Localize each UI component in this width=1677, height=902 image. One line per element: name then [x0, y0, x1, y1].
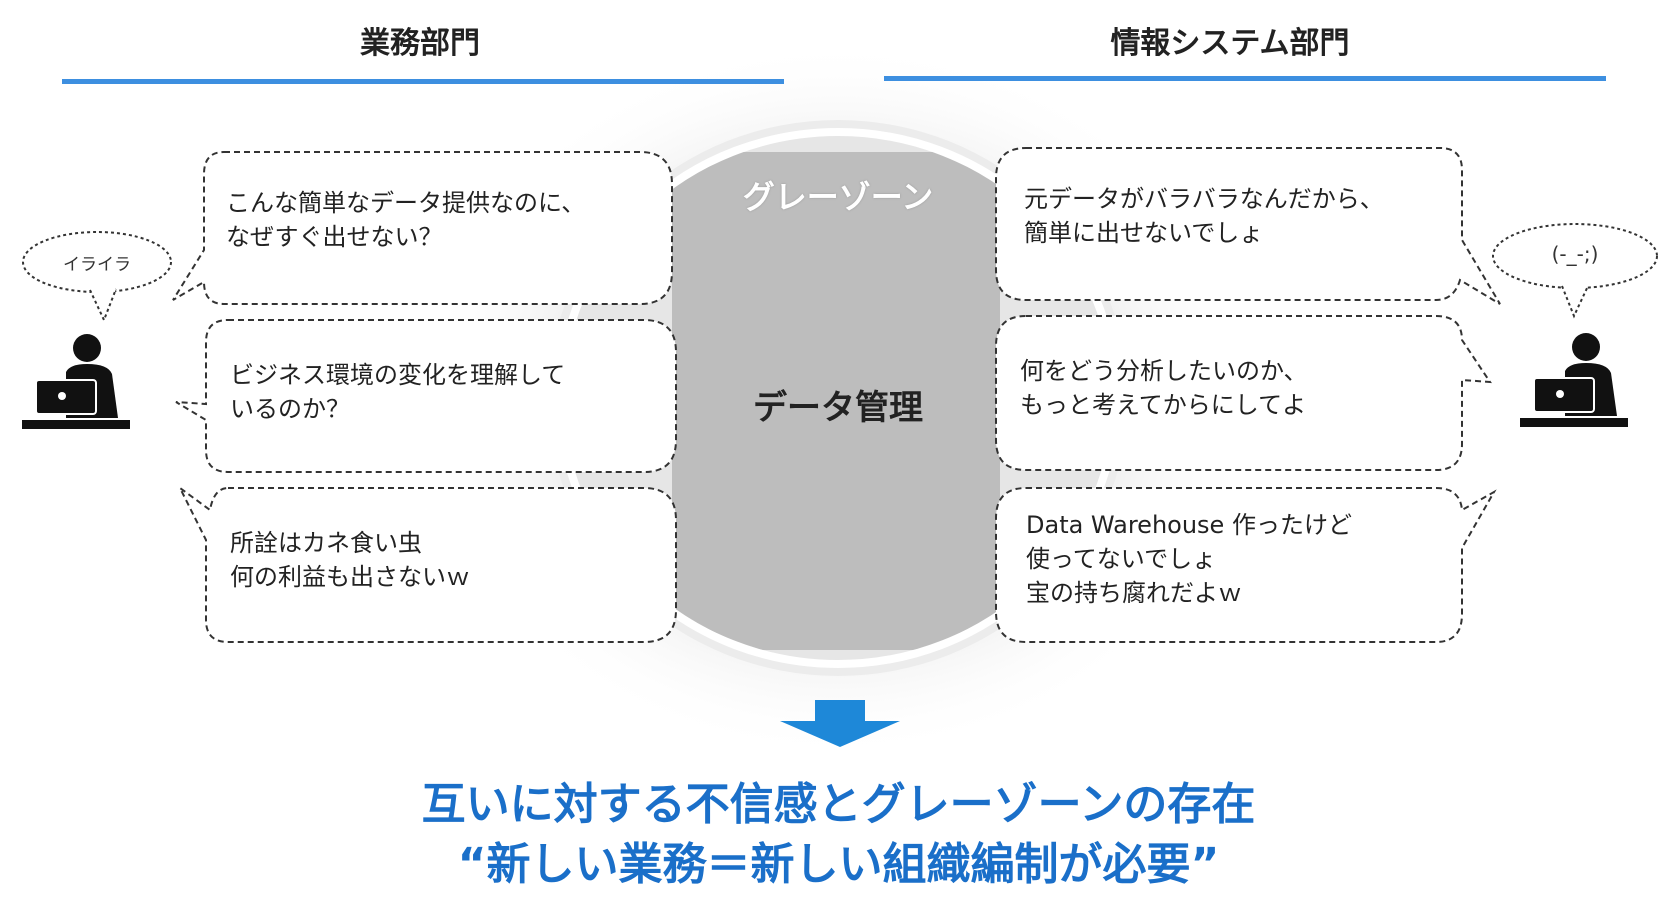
left-header: 業務部門 — [360, 26, 480, 61]
conclusion-line-1: 互いに対する不信感とグレーゾーンの存在 — [421, 779, 1256, 830]
gray-zone-label: グレーゾーン — [742, 178, 934, 216]
text-line: なぜすぐ出せない？ — [226, 223, 443, 251]
left-header-underline — [62, 79, 784, 84]
text-line: こんな簡単なデータ提供なのに、 — [226, 189, 586, 217]
left-person-icon — [22, 334, 130, 429]
text-line: 何をどう分析したいのか、 — [1020, 357, 1308, 385]
right-header-underline — [884, 76, 1606, 81]
right-bubble-3-text: Data Warehouse 作ったけど 使ってないでしょ 宝の持ち腐れだよｗ — [1026, 508, 1352, 610]
right-bubble-3-shape — [995, 487, 1497, 643]
left-thought-text: イライラ — [63, 255, 131, 275]
text-line: 簡単に出せないでしょ — [1024, 219, 1264, 247]
text-line: ビジネス環境の変化を理解して — [230, 361, 566, 389]
right-bubble-1-shape — [995, 147, 1501, 305]
text-line: 何の利益も出さないｗ — [230, 563, 470, 591]
text-line: いるのか？ — [230, 395, 350, 423]
right-person-icon — [1520, 333, 1628, 427]
left-bubble-1-text: こんな簡単なデータ提供なのに、 なぜすぐ出せない？ — [226, 186, 585, 254]
right-thought-tail — [1561, 285, 1589, 319]
right-thought-bubble — [1492, 223, 1658, 289]
left-thought-tail — [89, 288, 117, 323]
left-bubble-1-shape — [172, 151, 673, 305]
right-bubble-1-text: 元データがバラバラなんだから、 簡単に出せないでしょ — [1024, 182, 1384, 250]
text-line: 所詮はカネ食い虫 — [230, 529, 422, 557]
left-bubble-2-text: ビジネス環境の変化を理解して いるのか？ — [230, 358, 565, 426]
down-arrow-icon — [780, 700, 900, 747]
right-bubble-2-text: 何をどう分析したいのか、 もっと考えてからにしてよ — [1020, 354, 1308, 422]
left-bubble-2-shape — [175, 319, 677, 473]
text-line: Data Warehouse 作ったけど — [1026, 511, 1352, 539]
text-line: もっと考えてからにしてよ — [1020, 391, 1307, 419]
right-bubble-2-shape — [995, 315, 1492, 471]
right-thought-text: (-_-;) — [1551, 242, 1599, 266]
right-header: 情報システム部門 — [1110, 26, 1350, 61]
text-line: 使ってないでしょ — [1026, 545, 1217, 573]
conclusion-line-2: “新しい業務＝新しい組織編制が必要” — [457, 839, 1220, 890]
left-bubble-3-text: 所詮はカネ食い虫 何の利益も出さないｗ — [230, 526, 470, 594]
text-line: 元データがバラバラなんだから、 — [1024, 185, 1384, 213]
left-bubble-3-shape — [179, 487, 677, 643]
text-line: 宝の持ち腐れだよｗ — [1026, 579, 1242, 607]
gray-zone-band — [672, 152, 1000, 650]
data-management-label: データ管理 — [753, 388, 923, 428]
